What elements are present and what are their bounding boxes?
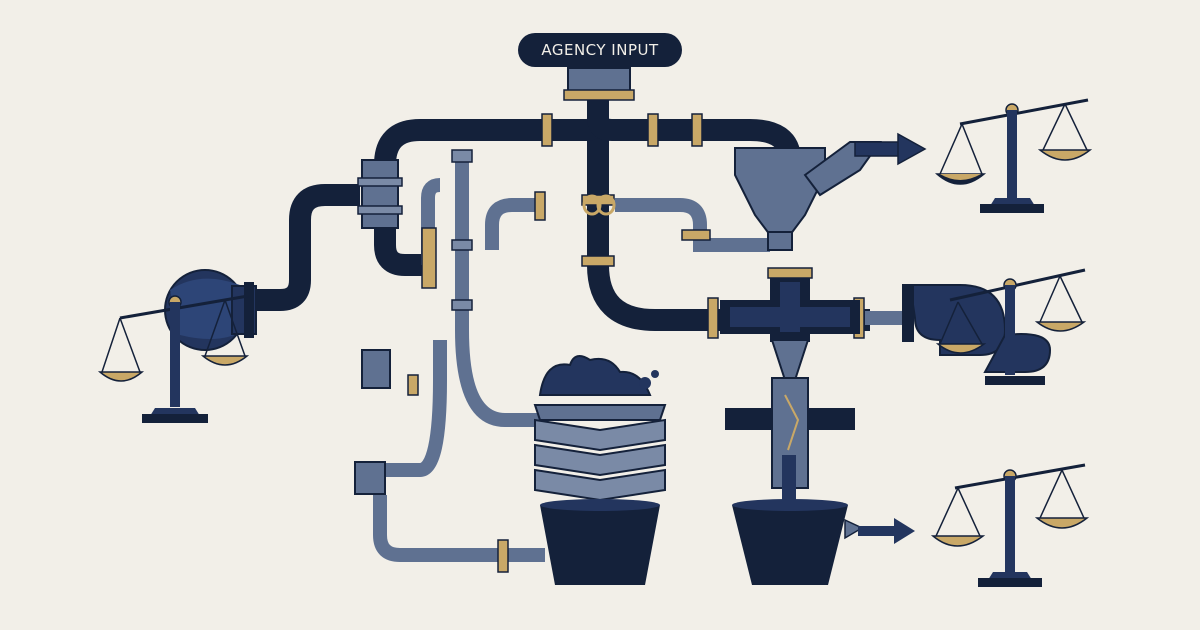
funnel-icon (734, 141, 882, 251)
steel-pipe-network (370, 150, 905, 562)
agency-input-label: AGENCY INPUT (518, 33, 682, 67)
cross-junction (720, 267, 860, 507)
dark-pipe-network (240, 95, 870, 331)
brass-flange (563, 89, 635, 101)
scales-of-justice-icon (930, 463, 1090, 587)
scales-of-justice-icon (935, 268, 1087, 385)
hopper-icon (533, 355, 667, 585)
arrow-right-icon (858, 518, 915, 544)
scales-of-justice-icon (97, 294, 250, 423)
arrow-right-icon (854, 132, 927, 166)
bucket-icon (732, 499, 864, 585)
scales-of-justice-icon (934, 98, 1093, 213)
brass-gauge (421, 227, 437, 289)
right-elbow-pipe (902, 284, 1052, 373)
chain-link-icon (582, 194, 616, 216)
pump-housing (164, 269, 257, 351)
left-valve-body (361, 159, 399, 229)
